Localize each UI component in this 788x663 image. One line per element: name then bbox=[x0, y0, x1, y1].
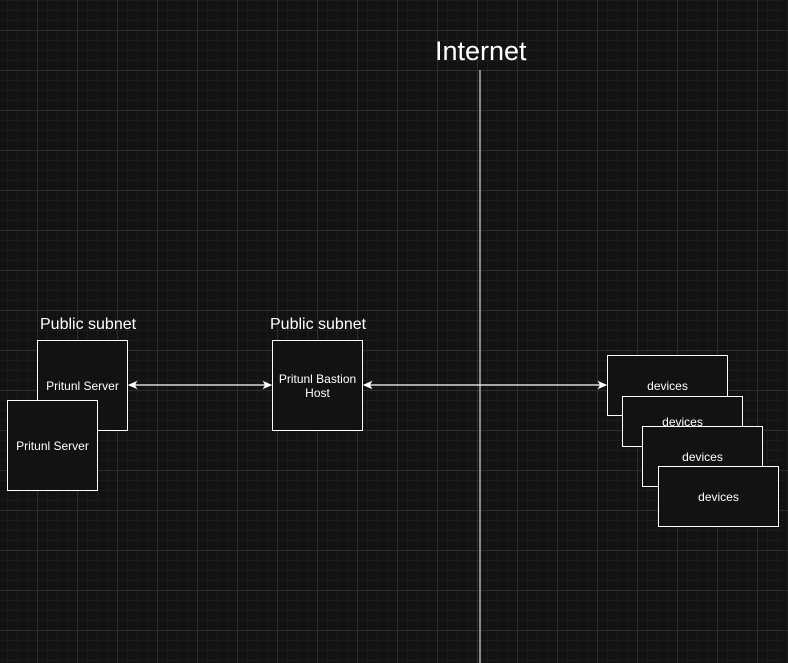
public-subnet-label: Public subnet bbox=[270, 316, 367, 333]
pritunl-server-node[interactable]: Pritunl Server bbox=[7, 400, 98, 491]
public-subnet-label: Public subnet bbox=[40, 316, 137, 333]
pritunl-bastion-node[interactable]: Pritunl Bastion Host bbox=[272, 340, 363, 431]
internet-title: Internet bbox=[435, 36, 527, 66]
device-node[interactable]: devices bbox=[658, 466, 779, 527]
